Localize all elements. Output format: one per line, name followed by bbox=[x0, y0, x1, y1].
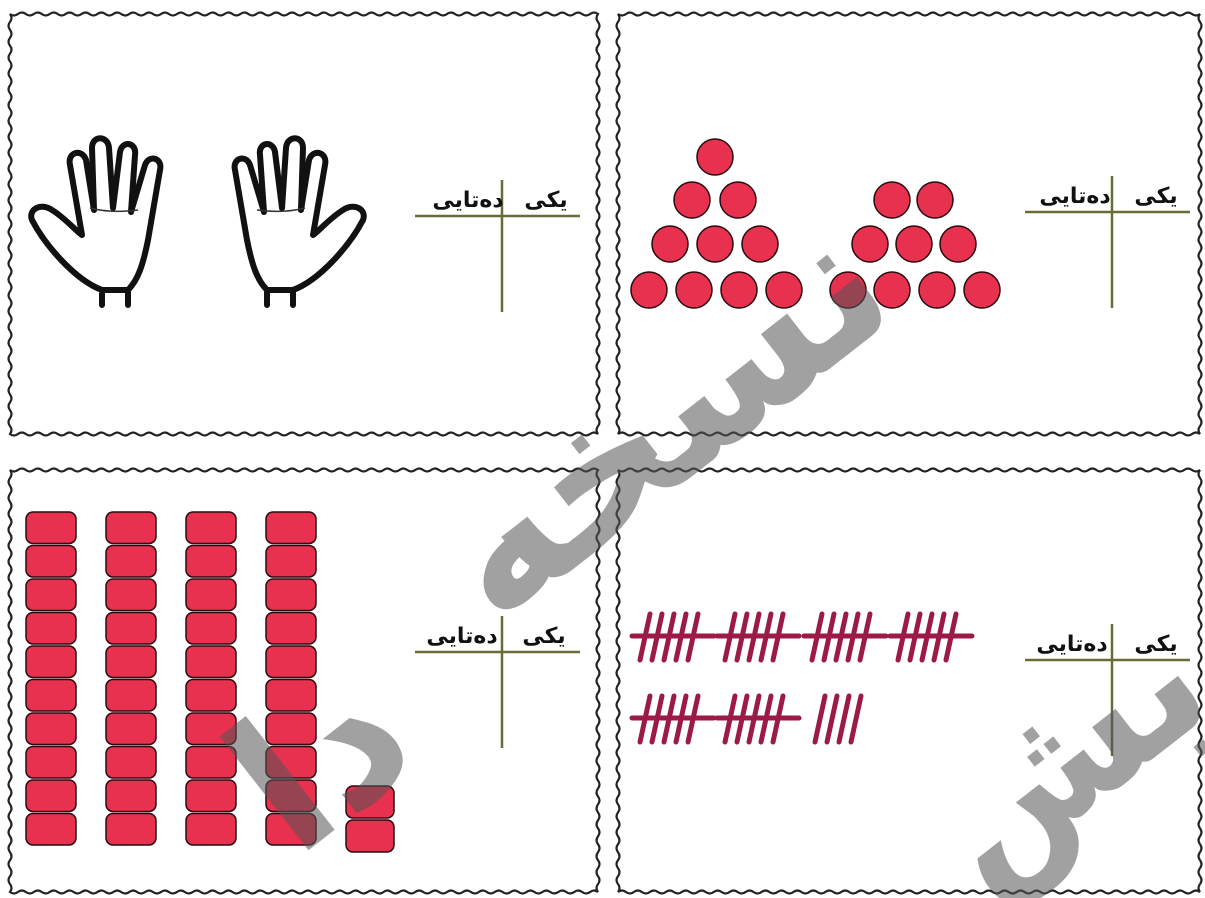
red-dot bbox=[830, 272, 866, 308]
card-tally: دەتایی یکی bbox=[632, 614, 1190, 756]
red-dot bbox=[742, 226, 778, 262]
hand-icon-left bbox=[31, 138, 160, 305]
cube bbox=[346, 820, 394, 852]
tally-bundle bbox=[804, 614, 886, 660]
place-value-chart: دەتایی یکی bbox=[415, 180, 580, 312]
ones-label: یکی bbox=[1134, 632, 1177, 657]
red-dot bbox=[874, 272, 910, 308]
cube bbox=[106, 646, 156, 678]
red-dot bbox=[676, 272, 712, 308]
cube bbox=[26, 713, 76, 745]
tens-label: دەتایی bbox=[432, 188, 503, 213]
tens-label: دەتایی bbox=[1036, 632, 1107, 657]
place-value-chart: دەتایی یکی bbox=[415, 616, 580, 748]
cube bbox=[106, 747, 156, 779]
cube bbox=[26, 512, 76, 544]
red-dot bbox=[766, 272, 802, 308]
cube bbox=[266, 546, 316, 578]
tens-label: دەتایی bbox=[1039, 184, 1110, 209]
tally-marks bbox=[632, 614, 972, 742]
tally-group-ones bbox=[815, 696, 861, 742]
cube bbox=[266, 713, 316, 745]
cube bbox=[186, 713, 236, 745]
cube bbox=[346, 786, 394, 818]
cube bbox=[266, 747, 316, 779]
cube bbox=[106, 713, 156, 745]
red-dot bbox=[674, 182, 710, 218]
cube bbox=[266, 814, 316, 846]
cube bbox=[186, 680, 236, 712]
cube bbox=[26, 680, 76, 712]
red-dot bbox=[917, 182, 953, 218]
cube bbox=[266, 646, 316, 678]
cube bbox=[266, 780, 316, 812]
cube bbox=[106, 579, 156, 611]
red-dot bbox=[919, 272, 955, 308]
red-dot bbox=[940, 226, 976, 262]
tally-bundle bbox=[632, 696, 714, 742]
cube bbox=[106, 512, 156, 544]
cube bbox=[266, 512, 316, 544]
red-dot bbox=[697, 226, 733, 262]
card-dots: دەتایی یکی bbox=[631, 139, 1190, 308]
cube bbox=[26, 546, 76, 578]
place-value-chart: دەتایی یکی bbox=[1025, 176, 1190, 308]
card-hands: دەتایی یکی bbox=[31, 138, 580, 312]
cube bbox=[186, 780, 236, 812]
cube bbox=[26, 646, 76, 678]
cube bbox=[186, 512, 236, 544]
card-border-tally bbox=[617, 469, 1202, 894]
tally-bundle bbox=[632, 614, 714, 660]
tally-bundle bbox=[717, 696, 799, 742]
red-dot bbox=[721, 272, 757, 308]
cube bbox=[266, 680, 316, 712]
red-dot bbox=[964, 272, 1000, 308]
cube bbox=[186, 814, 236, 846]
cube bbox=[106, 546, 156, 578]
cube bbox=[186, 613, 236, 645]
cube bbox=[186, 646, 236, 678]
cube bbox=[186, 546, 236, 578]
cube bbox=[266, 579, 316, 611]
card-border-dots bbox=[617, 13, 1202, 436]
cube bbox=[106, 780, 156, 812]
ones-label: یکی bbox=[522, 624, 565, 649]
cube bbox=[26, 613, 76, 645]
cube bbox=[26, 579, 76, 611]
ones-label: یکی bbox=[524, 188, 567, 213]
cube bbox=[266, 613, 316, 645]
hand-icon-right bbox=[235, 138, 364, 305]
red-dot bbox=[697, 139, 733, 175]
cube bbox=[26, 747, 76, 779]
cube bbox=[106, 613, 156, 645]
red-dot bbox=[896, 226, 932, 262]
red-dot bbox=[874, 182, 910, 218]
cube bbox=[186, 579, 236, 611]
tally-bundle bbox=[890, 614, 972, 660]
card-cubes: دەتایی یکی bbox=[26, 512, 580, 852]
tally-bundle bbox=[717, 614, 799, 660]
red-dot bbox=[652, 226, 688, 262]
cube bbox=[186, 747, 236, 779]
cube bbox=[26, 814, 76, 846]
cube-towers bbox=[26, 512, 394, 852]
cube bbox=[106, 680, 156, 712]
ones-label: یکی bbox=[1134, 184, 1177, 209]
place-value-chart: دەتایی یکی bbox=[1025, 624, 1190, 756]
red-dot bbox=[631, 272, 667, 308]
red-dot bbox=[720, 182, 756, 218]
tens-label: دەتایی bbox=[426, 624, 497, 649]
cube bbox=[106, 814, 156, 846]
cube bbox=[26, 780, 76, 812]
red-dots bbox=[631, 139, 1000, 308]
red-dot bbox=[852, 226, 888, 262]
